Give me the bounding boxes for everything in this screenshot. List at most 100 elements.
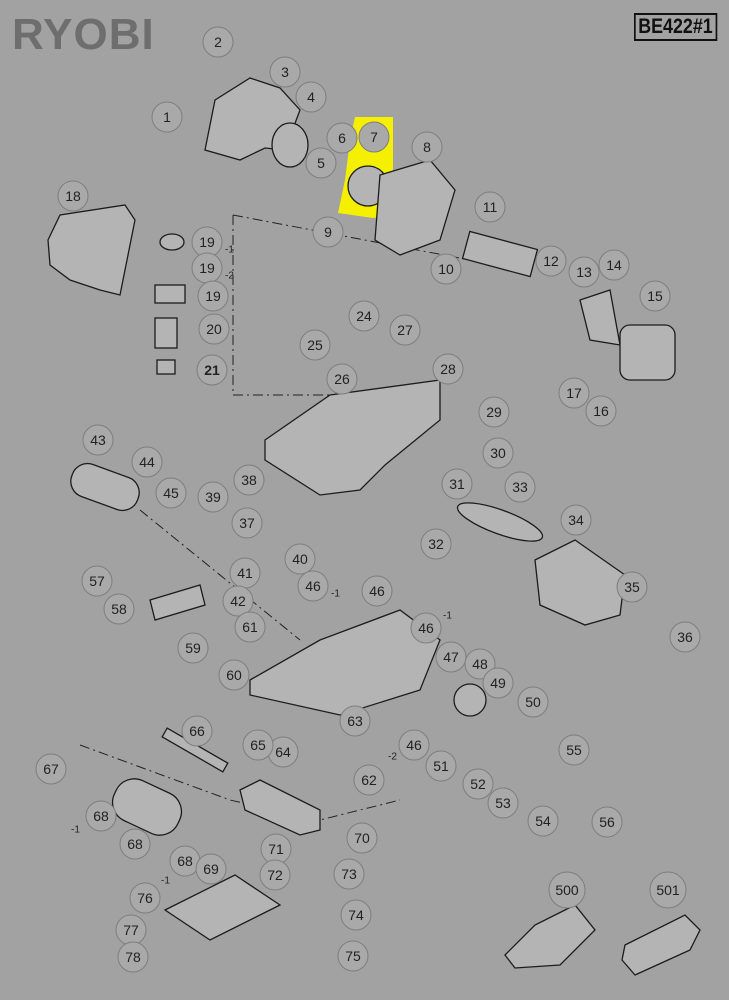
callout-number-part-39: 39 xyxy=(205,489,221,505)
callout-circle-part-10 xyxy=(430,253,462,285)
callout-circle-part-56 xyxy=(591,806,623,838)
part-34-cover xyxy=(534,539,626,626)
callout-circle-part-5 xyxy=(305,147,337,179)
part-21-capacitor xyxy=(156,359,176,375)
assembly-line xyxy=(232,215,330,396)
callout-circle-part-75 xyxy=(337,940,369,972)
callout-number-part-68: 68 xyxy=(177,853,193,869)
callout-number-part-34: 34 xyxy=(568,512,584,528)
callout-number-part-28: 28 xyxy=(440,361,456,377)
part-43-roller xyxy=(70,462,140,512)
callout-circle-part-21 xyxy=(196,354,228,386)
callout-circle-part-46 xyxy=(410,612,442,644)
part-drawings xyxy=(47,77,701,976)
callout-suffix: -1 xyxy=(71,825,80,836)
callout-number-part-72: 72 xyxy=(267,867,283,883)
part-500-nozzle xyxy=(504,904,596,969)
callout-circle-part-9 xyxy=(312,216,344,248)
callout-circle-part-4 xyxy=(295,81,327,113)
callout-circle-part-11 xyxy=(474,191,506,223)
callout-number-part-45: 45 xyxy=(163,485,179,501)
callout-circle-part-70 xyxy=(346,822,378,854)
callout-circle-part-29 xyxy=(478,396,510,428)
callout-circle-part-68 xyxy=(119,828,151,860)
callout-number-part-29: 29 xyxy=(486,404,502,420)
callout-circle-part-61 xyxy=(234,611,266,643)
callout-number-part-26: 26 xyxy=(334,371,350,387)
callout-number-part-16: 16 xyxy=(593,403,609,419)
callout-number-part-3: 3 xyxy=(281,64,289,80)
callout-circle-part-6 xyxy=(326,122,358,154)
callout-number-part-10: 10 xyxy=(438,261,454,277)
callout-circle-part-36 xyxy=(669,621,701,653)
callout-number-part-47: 47 xyxy=(443,649,459,665)
callout-circle-part-24 xyxy=(348,300,380,332)
callout-number-part-5: 5 xyxy=(317,155,325,171)
part-15-field xyxy=(619,324,676,381)
callout-number-part-32: 32 xyxy=(428,536,444,552)
callout-number-part-27: 27 xyxy=(397,322,413,338)
callout-circle-part-58 xyxy=(103,593,135,625)
callout-number-part-74: 74 xyxy=(348,907,364,923)
callout-number-part-59: 59 xyxy=(185,640,201,656)
callout-circle-part-3 xyxy=(269,56,301,88)
callout-circle-part-66 xyxy=(181,715,213,747)
callout-circle-part-2 xyxy=(202,26,234,58)
callout-circle-part-33 xyxy=(504,471,536,503)
callout-circle-part-37 xyxy=(231,507,263,539)
part-46-base xyxy=(249,609,441,716)
callout-number-part-38: 38 xyxy=(241,472,257,488)
callout-circle-part-35 xyxy=(616,571,648,603)
callout-number-part-53: 53 xyxy=(495,795,511,811)
callout-suffix: -1 xyxy=(331,589,340,600)
callout-circle-part-46 xyxy=(297,570,329,602)
callout-circle-part-13 xyxy=(568,256,600,288)
callout-suffix: -2 xyxy=(388,752,397,763)
callout-circle-part-26 xyxy=(326,363,358,395)
callout-number-part-51: 51 xyxy=(433,758,449,774)
callout-circle-part-67 xyxy=(35,753,67,785)
callout-number-part-76: 76 xyxy=(137,890,153,906)
callout-suffix: -1 xyxy=(443,611,452,622)
callout-circle-part-43 xyxy=(82,424,114,456)
callout-number-part-46: 46 xyxy=(305,578,321,594)
callout-circle-part-52 xyxy=(462,768,494,800)
callout-number-part-56: 56 xyxy=(599,814,615,830)
callout-circle-part-46 xyxy=(361,575,393,607)
callout-circle-part-34 xyxy=(560,504,592,536)
callout-number-part-30: 30 xyxy=(490,445,506,461)
model-number: BE422#1 xyxy=(634,13,717,41)
callout-number-part-48: 48 xyxy=(472,656,488,672)
callout-circle-layer xyxy=(35,26,701,973)
callout-circle-part-49 xyxy=(482,667,514,699)
callout-circle-part-20 xyxy=(198,313,230,345)
callout-circle-part-45 xyxy=(155,477,187,509)
callout-number-part-71: 71 xyxy=(268,841,284,857)
callout-number-part-12: 12 xyxy=(543,253,559,269)
callout-number-part-61: 61 xyxy=(242,619,258,635)
callout-number-part-33: 33 xyxy=(512,479,528,495)
callout-number-part-6: 6 xyxy=(338,130,346,146)
callout-circle-part-50 xyxy=(517,686,549,718)
callout-number-part-40: 40 xyxy=(292,551,308,567)
callout-circle-part-14 xyxy=(598,249,630,281)
callout-number-part-500: 500 xyxy=(555,882,579,898)
callout-number-part-25: 25 xyxy=(307,337,323,353)
callout-number-part-52: 52 xyxy=(470,776,486,792)
callout-number-part-2: 2 xyxy=(214,34,222,50)
part-33-belt xyxy=(456,502,544,542)
callout-number-part-70: 70 xyxy=(354,830,370,846)
callout-circle-part-501 xyxy=(649,871,687,909)
callout-number-part-63: 63 xyxy=(347,713,363,729)
callout-number-part-20: 20 xyxy=(206,321,222,337)
callout-number-part-77: 77 xyxy=(123,922,139,938)
callout-number-part-73: 73 xyxy=(341,866,357,882)
part-501-sanding-belt xyxy=(621,914,701,976)
callout-number-part-1: 1 xyxy=(163,109,171,125)
callout-number-part-46: 46 xyxy=(369,583,385,599)
callout-number-part-54: 54 xyxy=(535,813,551,829)
callout-number-part-31: 31 xyxy=(449,476,465,492)
callout-number-part-35: 35 xyxy=(624,579,640,595)
callout-circle-part-38 xyxy=(233,464,265,496)
